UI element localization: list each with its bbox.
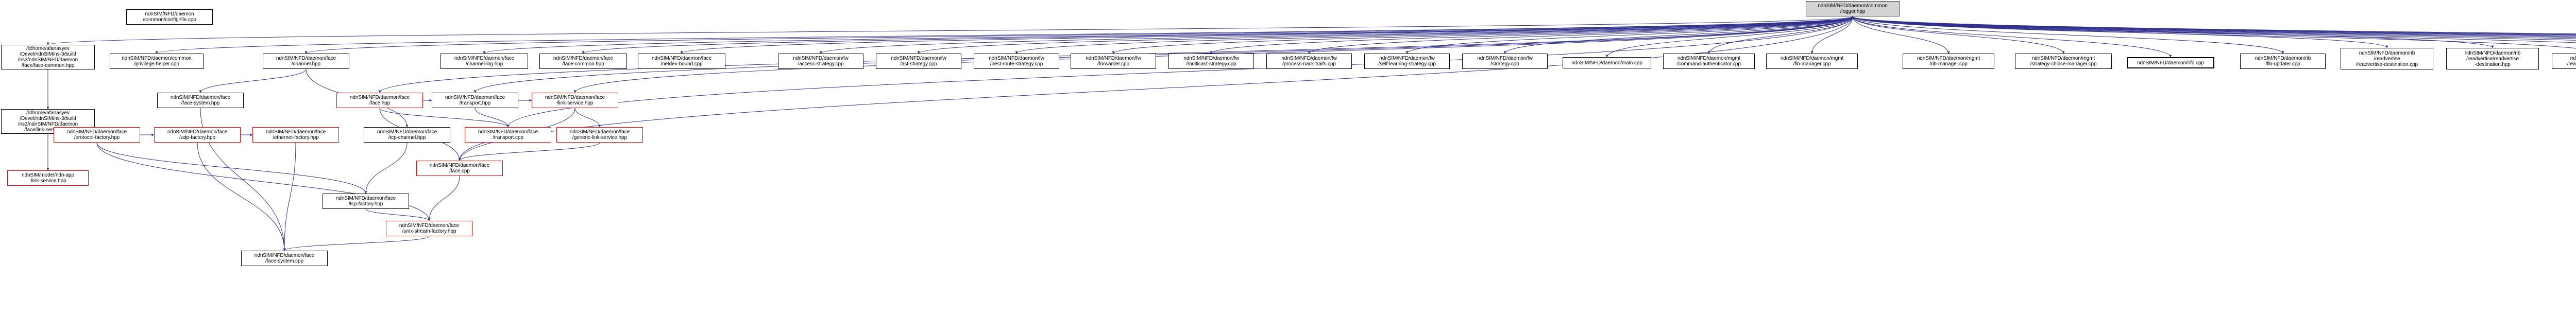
graph-edge	[1852, 16, 2494, 48]
graph-node[interactable]: /lclhome/afanasyev /Devel/ndnSIM/ns-3/bu…	[1, 45, 95, 69]
graph-edge	[1210, 16, 1853, 54]
graph-node[interactable]: ndnSIM/NFD/daemon/face /transport.hpp	[432, 93, 518, 108]
graph-node[interactable]: ndnSIM/NFD/daemon/face /channel.hpp	[263, 54, 349, 69]
graph-edge	[1852, 16, 2284, 54]
graph-node[interactable]: ndnSIM/model/ndn-app -link-service.hpp	[7, 170, 89, 186]
graph-edge	[365, 208, 431, 221]
graph-edge	[155, 16, 1853, 54]
graph-edge	[364, 142, 408, 194]
graph-node[interactable]: ndnSIM/NFD/daemon/rib /readvertise/readv…	[2552, 54, 2576, 69]
graph-edge	[582, 16, 1853, 54]
graph-edge	[199, 68, 307, 93]
graph-node[interactable]: ndnSIM/NFD/daemon/rib /readvertise /read…	[2341, 48, 2433, 69]
graph-node[interactable]: ndnSIM/NFD/daemon/face /tcp-channel.hpp	[364, 127, 450, 143]
graph-edge	[1112, 16, 1853, 54]
graph-node[interactable]: ndnSIM/NFD/daemon/face /ethernet-factory…	[252, 127, 339, 143]
graph-node[interactable]: ndnSIM/NFD/daemon/face /face.cpp	[416, 161, 503, 176]
graph-edge	[1852, 16, 2172, 58]
graph-edge	[1405, 16, 1853, 54]
graph-edge	[283, 236, 430, 251]
graph-edge	[458, 16, 1853, 161]
graph-edge	[1503, 16, 1853, 54]
graph-root-node[interactable]: ndnSIM/NFD/daemon/common /logger.hpp	[1806, 1, 1900, 16]
graph-node[interactable]: ndnSIM/NFD/daemon/face /generic-link-ser…	[556, 127, 643, 143]
graph-node[interactable]: ndnSIM/NFD/daemon/fw /process-nack-trait…	[1266, 54, 1352, 69]
graph-edge	[283, 142, 296, 251]
graph-node[interactable]: ndnSIM/NFD/daemon/mgmt /fib-manager.cpp	[1766, 54, 1858, 69]
graph-node[interactable]: ndnSIM/NFD/daemon/nfd.cpp	[2127, 57, 2214, 68]
graph-node[interactable]: ndnSIM/NFD/daemon/face /udp-factory.hpp	[154, 127, 241, 143]
graph-node[interactable]: ndnSIM/NFD/daemon/common /privilege-help…	[110, 54, 204, 69]
graph-node[interactable]: ndnSIM/NFD/daemon/fw /self-learning-stra…	[1364, 54, 1450, 69]
graph-node[interactable]: ndnSIM/NFD/daemon/face /transport.cpp	[465, 127, 551, 143]
graph-node[interactable]: ndnSIM/NFD/daemon/mgmt /command-authenti…	[1663, 54, 1755, 69]
graph-node[interactable]: ndnSIM/NFD/daemon/rib /readvertise/readv…	[2446, 48, 2539, 69]
graph-edge	[483, 16, 1853, 54]
graph-edge	[1707, 16, 1853, 54]
graph-node[interactable]: ndnSIM/NFD/daemon/fw /best-route-strateg…	[974, 54, 1059, 69]
graph-edge	[1852, 16, 2065, 54]
graph-node[interactable]: ndnSIM/NFD/daemon/face /protocol-factory…	[54, 127, 140, 143]
graph-edge	[47, 16, 1853, 45]
graph-edge	[1015, 16, 1853, 54]
graph-node[interactable]: ndnSIM/NFD/daemon/face /face-common.hpp	[539, 54, 627, 69]
graph-edge	[96, 142, 367, 194]
graph-edge	[379, 108, 510, 128]
graph-edge	[506, 16, 1853, 128]
graph-edge	[197, 142, 286, 251]
graph-node[interactable]: ndnSIM/NFD/daemon/fw /asf-strategy.cpp	[876, 54, 961, 69]
graph-node[interactable]: ndnSIM/NFD/daemon/face /tcp-factory.hpp	[323, 194, 409, 209]
graph-node[interactable]: ndnSIM/NFD/daemon/fw /multicast-strategy…	[1168, 54, 1254, 69]
graph-node[interactable]: ndnSIM/NFD/daemon/fw /strategy.cpp	[1462, 54, 1548, 69]
graph-edge	[458, 142, 600, 161]
graph-node[interactable]: ndnSIM/NFD/daemon /common/config-file.cp…	[126, 9, 213, 25]
graph-node[interactable]: ndnSIM/NFD/daemon/main.cpp	[1563, 57, 1651, 68]
graph-edge	[680, 16, 1853, 54]
graph-node[interactable]: ndnSIM/NFD/daemon/face /channel-log.hpp	[440, 54, 528, 69]
graph-edge	[428, 176, 460, 221]
graph-edge	[1605, 16, 1853, 58]
graph-node[interactable]: ndnSIM/NFD/daemon/face /face-system.cpp	[241, 251, 328, 266]
graph-edge	[1852, 16, 2388, 48]
graph-node[interactable]: ndnSIM/NFD/daemon/face /face.hpp	[336, 93, 423, 108]
graph-node[interactable]: ndnSIM/NFD/daemon/face /unix-stream-fact…	[386, 221, 472, 236]
graph-node[interactable]: ndnSIM/NFD/daemon/face /netdev-bound.cpp	[638, 54, 725, 69]
graph-edge	[96, 142, 431, 221]
graph-node[interactable]: ndnSIM/NFD/daemon/mgmt /rib-manager.cpp	[1903, 54, 1994, 69]
graph-edge	[474, 108, 510, 128]
graph-node[interactable]: ndnSIM/NFD/daemon/fw /forwarder.cpp	[1071, 54, 1156, 69]
graph-edge	[1308, 16, 1853, 54]
graph-edge	[574, 108, 601, 128]
graph-edge	[1810, 16, 1853, 54]
graph-node[interactable]: ndnSIM/NFD/daemon/rib /fib-updater.cpp	[2240, 54, 2326, 69]
graph-edge	[304, 16, 1853, 54]
graph-edge	[819, 16, 1853, 54]
graph-edge	[917, 16, 1853, 54]
graph-node[interactable]: ndnSIM/NFD/daemon/face /face-system.hpp	[157, 93, 244, 108]
graph-node[interactable]: ndnSIM/NFD/daemon/fw /access-strategy.cp…	[778, 54, 863, 69]
graph-node[interactable]: ndnSIM/NFD/daemon/mgmt /strategy-choice-…	[2015, 54, 2112, 69]
graph-edge	[1852, 16, 1950, 54]
graph-node[interactable]: ndnSIM/NFD/daemon/face /link-service.hpp	[532, 93, 618, 108]
